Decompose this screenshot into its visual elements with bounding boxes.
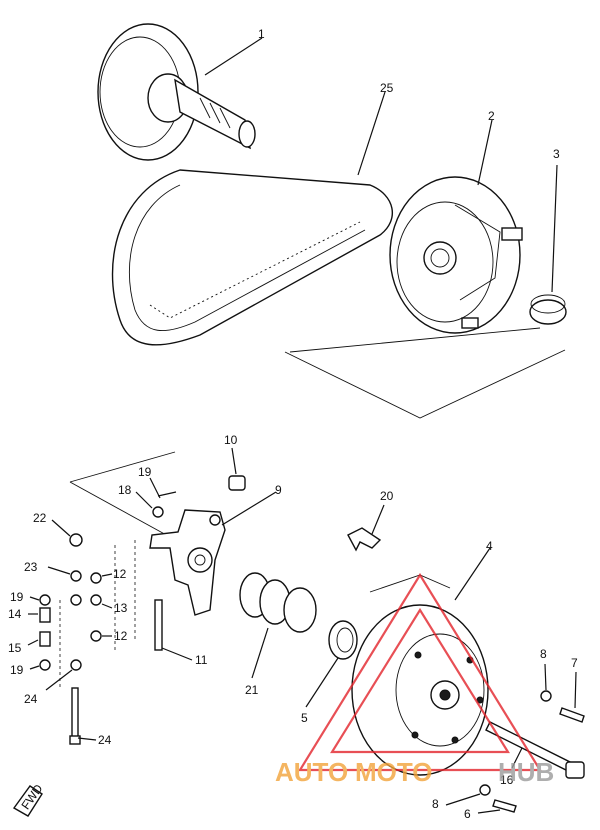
- bushing-3: [529, 294, 567, 325]
- callout-2: 2: [488, 109, 495, 123]
- callout-24-bottom: 24: [24, 692, 38, 706]
- callout-17: 18: [118, 483, 132, 497]
- callout-20: 21: [245, 683, 259, 697]
- callout-5: 5: [301, 711, 308, 725]
- driven-sheave: [389, 176, 523, 334]
- bushing-5: [328, 620, 358, 660]
- spring-20: [239, 572, 317, 633]
- callout-22: 24: [98, 733, 112, 747]
- callout-16: 16: [500, 773, 514, 787]
- watermark-text-moto: MOTO: [355, 757, 433, 787]
- clip-21: [347, 527, 382, 552]
- callout-19-bottom: 19: [10, 663, 24, 677]
- left-hardware-stack: [39, 533, 102, 745]
- callout-10: 10: [224, 433, 238, 447]
- callout-14: 14: [8, 607, 22, 621]
- watermark-text-hub: HUB: [498, 757, 554, 787]
- callout-18: 19: [138, 465, 152, 479]
- callout-12-top: 12: [113, 567, 127, 581]
- callout-19-top: 19: [10, 590, 24, 604]
- callout-7: 7: [571, 656, 578, 670]
- callout-23: 22: [33, 511, 47, 525]
- watermark-text-auto: AUTO: [275, 757, 348, 787]
- callout-13: 13: [114, 601, 128, 615]
- fwd-label: FWD: [18, 781, 45, 812]
- callout-8-right: 8: [540, 647, 547, 661]
- callout-4: 4: [486, 539, 493, 553]
- callout-6: 6: [464, 807, 471, 821]
- callout-25: 25: [380, 81, 394, 95]
- callout-11: 11: [195, 653, 208, 667]
- drive-belt: [111, 169, 393, 346]
- callout-8-bottom: 8: [432, 797, 439, 811]
- bracket-9: [149, 509, 226, 616]
- callout-12-bottom: 12: [114, 629, 128, 643]
- sheave-plate-4: [351, 604, 489, 776]
- pin-11: [154, 599, 163, 651]
- drive-sheave: [97, 23, 256, 161]
- cap-10: [228, 475, 246, 491]
- callout-3: 3: [553, 147, 560, 161]
- callout-24-top: 23: [24, 560, 38, 574]
- callout-15: 15: [8, 641, 22, 655]
- watermark-logo: AUTO MOTO HUB: [275, 572, 554, 787]
- callout-9: 9: [275, 483, 282, 497]
- callout-1: 1: [258, 27, 265, 41]
- front-direction-marker: FWD: [12, 781, 46, 817]
- bolt-16: [485, 721, 585, 779]
- callout-21: 20: [380, 489, 394, 503]
